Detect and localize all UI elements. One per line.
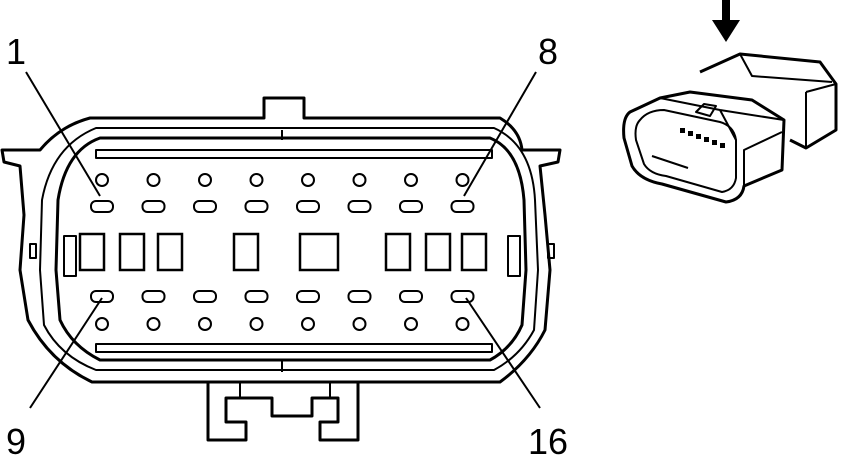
pin-label-16: 16 bbox=[528, 421, 568, 462]
pin-label-8: 8 bbox=[538, 31, 558, 72]
pin-slot bbox=[90, 200, 114, 213]
iso-pin bbox=[680, 128, 685, 133]
terminal-cavity bbox=[232, 232, 260, 272]
terminal-cavity bbox=[460, 232, 488, 272]
iso-pin bbox=[712, 140, 717, 145]
pin-cavity bbox=[352, 317, 367, 331]
pin-cavity bbox=[198, 173, 212, 187]
pin-slot bbox=[296, 200, 320, 213]
terminal-cavity bbox=[384, 232, 412, 272]
pin-slot bbox=[193, 200, 217, 213]
pin-slot bbox=[141, 200, 166, 213]
terminal-cavity bbox=[78, 232, 106, 272]
terminal-cavity bbox=[118, 232, 146, 272]
pin-slot bbox=[296, 290, 320, 303]
pin-cavity bbox=[146, 173, 161, 187]
pin-cavity bbox=[455, 317, 470, 331]
pin-cavity bbox=[95, 173, 109, 187]
pin-slot bbox=[193, 290, 217, 303]
pin-cavity bbox=[404, 173, 418, 187]
power-terminals bbox=[78, 232, 488, 272]
pin-cavity bbox=[249, 173, 264, 187]
pin-slot bbox=[399, 290, 423, 303]
locking-tab bbox=[206, 382, 360, 442]
pin-slot bbox=[450, 290, 475, 303]
pin-cavities-bottom bbox=[95, 317, 470, 331]
connector-housing bbox=[0, 96, 562, 384]
pin-cavities-top bbox=[95, 173, 470, 187]
pin-cavity bbox=[249, 317, 264, 331]
terminal-cavity bbox=[298, 232, 340, 272]
arrow-down-icon bbox=[712, 0, 740, 42]
pin-cavity bbox=[198, 317, 212, 331]
pin-cavity bbox=[301, 317, 315, 331]
pin-slots-top bbox=[90, 200, 475, 213]
iso-pin bbox=[688, 131, 693, 136]
terminal-cavity bbox=[156, 232, 184, 272]
pin-slot bbox=[90, 290, 114, 303]
pin-label-1: 1 bbox=[6, 31, 26, 72]
pin-slot bbox=[141, 290, 166, 303]
pin-label-9: 9 bbox=[6, 421, 26, 462]
pin-slot bbox=[347, 290, 372, 303]
pin-cavity bbox=[404, 317, 418, 331]
terminal-cavity bbox=[424, 232, 452, 272]
pin-cavity bbox=[455, 173, 470, 187]
pin-cavity bbox=[146, 317, 161, 331]
pin-slot bbox=[399, 200, 423, 213]
leader-lines bbox=[25, 71, 541, 409]
pin-slot bbox=[244, 290, 269, 303]
pin-slot bbox=[244, 200, 269, 213]
pin-slot bbox=[347, 200, 372, 213]
pin-cavity bbox=[301, 173, 315, 187]
iso-pin bbox=[720, 143, 725, 148]
pin-slot bbox=[450, 200, 475, 213]
pin-cavity bbox=[95, 317, 109, 331]
pin-cavity bbox=[352, 173, 367, 187]
pin-slots-bottom bbox=[90, 290, 475, 303]
iso-pin bbox=[696, 134, 701, 139]
iso-pin bbox=[704, 137, 709, 142]
connector-iso-view bbox=[622, 52, 838, 204]
